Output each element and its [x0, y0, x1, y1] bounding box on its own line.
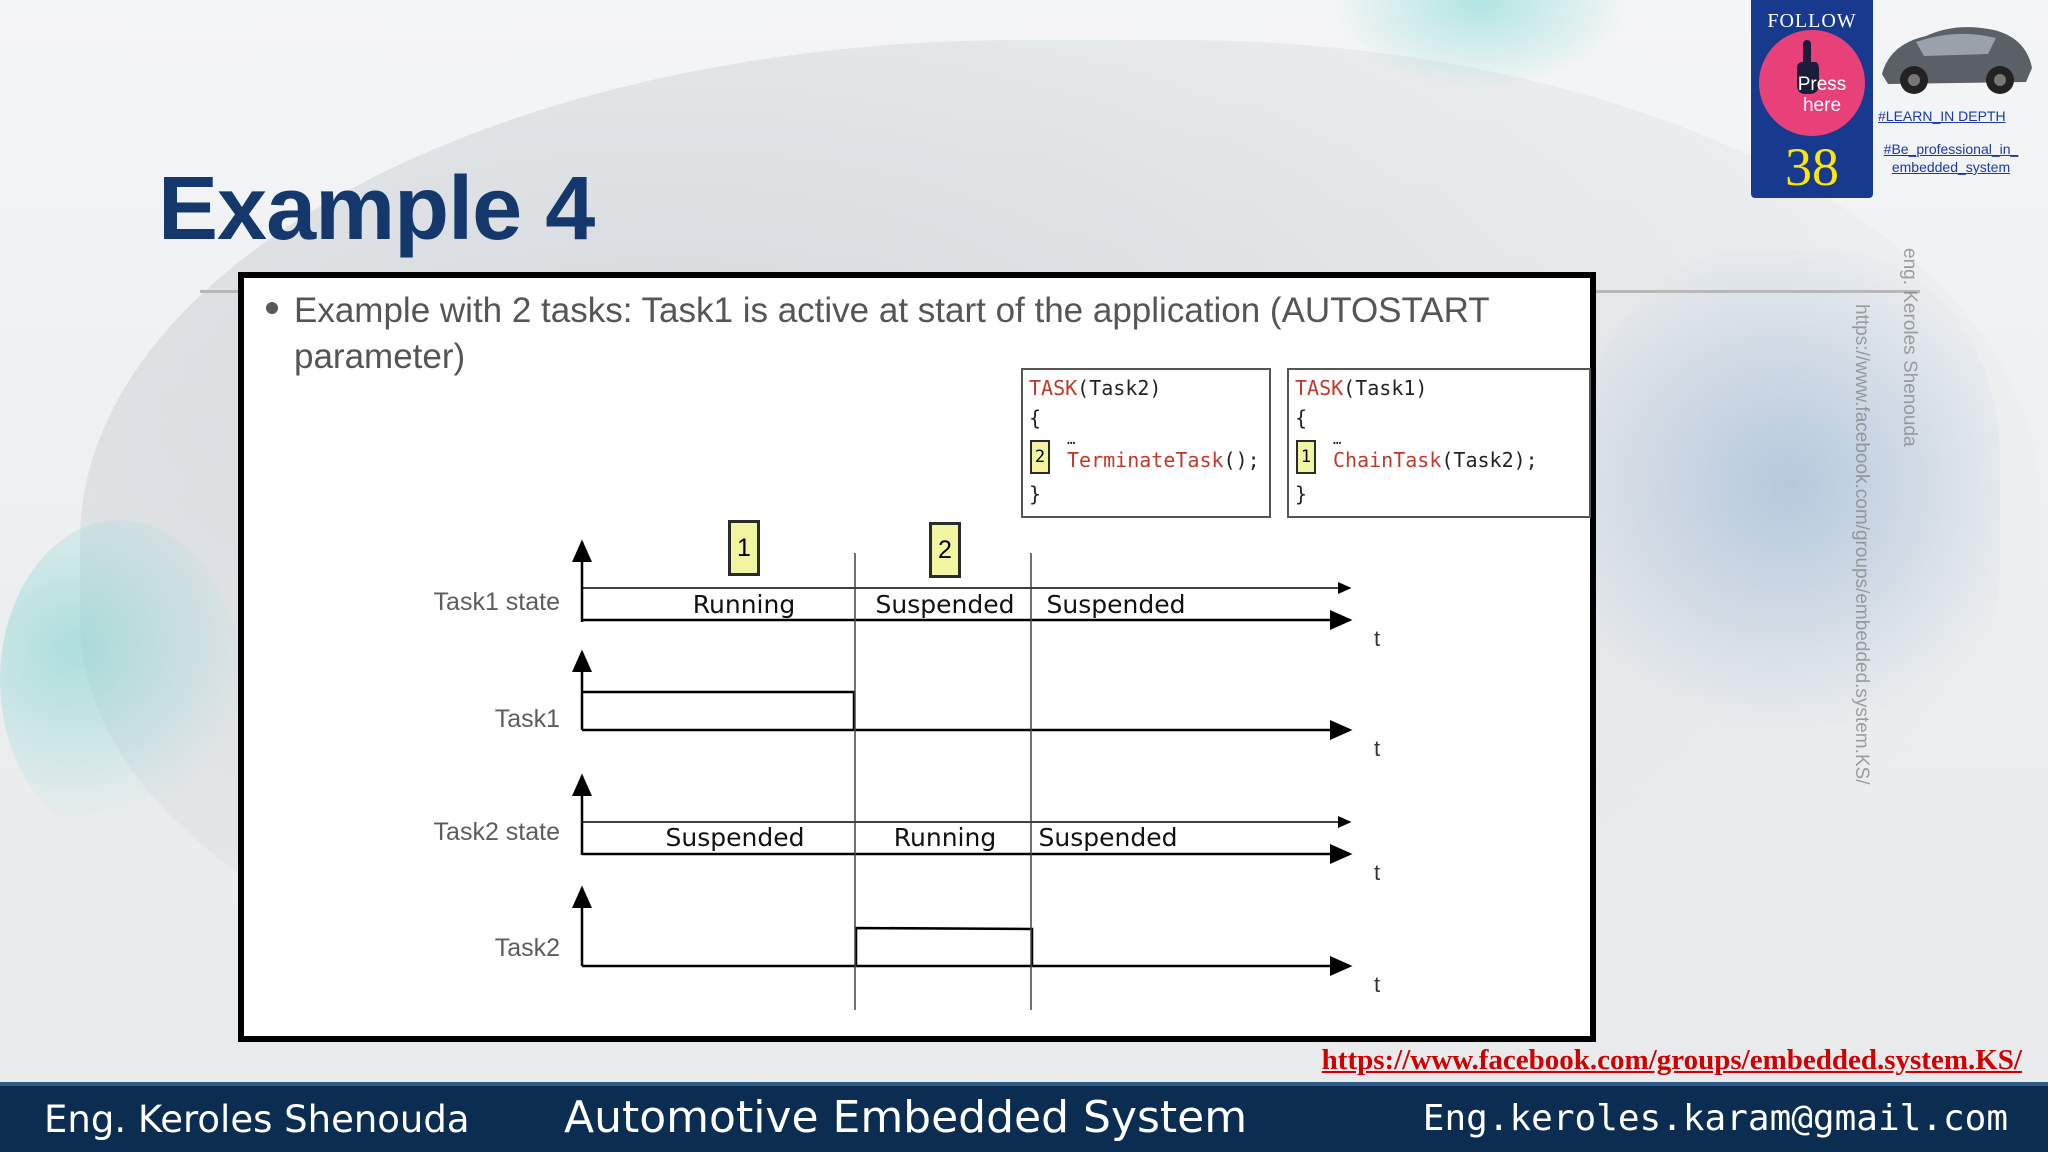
- row-label: Task1 state: [433, 588, 560, 616]
- code-line: }: [1295, 482, 1308, 506]
- step-marker-2: 2: [929, 522, 961, 578]
- time-axis-label: t: [1374, 972, 1381, 997]
- row-label: Task2: [494, 934, 560, 962]
- learn-in-depth-link[interactable]: #LEARN_IN DEPTH: [1878, 108, 2006, 124]
- state-label: Suspended: [1046, 590, 1186, 619]
- state-label: Suspended: [1038, 823, 1178, 852]
- state-label: Running: [692, 590, 796, 619]
- press-here-circle[interactable]: Press here: [1759, 30, 1865, 136]
- step-marker-1: 1: [728, 520, 760, 576]
- state-label: Suspended: [665, 823, 805, 852]
- row-label: Task1: [494, 705, 560, 733]
- task2-waveform: [854, 926, 1034, 966]
- code-line: {: [1029, 406, 1042, 430]
- step-marker: 1: [1296, 440, 1316, 474]
- time-axis-label: t: [1374, 736, 1381, 761]
- author-name: Eng. Keroles Shenouda: [44, 1098, 470, 1141]
- be-professional-link[interactable]: #Be_professional_in_ embedded_system: [1883, 141, 2019, 175]
- background-engine-image: [1580, 250, 2000, 770]
- step-marker: 2: [1030, 440, 1050, 474]
- code-ellipsis: …: [1067, 432, 1076, 448]
- code-keyword: TASK: [1029, 376, 1078, 400]
- code-text: ();: [1223, 448, 1260, 472]
- press-here-text: Press here: [1797, 74, 1847, 116]
- code-line: TerminateTask();: [1067, 448, 1260, 472]
- state-label: Suspended: [875, 590, 1015, 619]
- author-email: Eng.keroles.karam@gmail.com: [1422, 1098, 2008, 1139]
- code-text: (Task2);: [1441, 448, 1538, 472]
- code-line: }: [1029, 482, 1042, 506]
- bullet-icon: [266, 302, 278, 314]
- background-accent: [1330, 0, 1630, 90]
- time-axis-label: t: [1374, 626, 1381, 651]
- follow-us-button[interactable]: FOLLOW US Press here 38: [1751, 0, 1873, 198]
- hand-pointer-icon: [1797, 40, 1819, 94]
- state-label: Running: [893, 823, 997, 852]
- code-keyword: TerminateTask: [1067, 448, 1224, 472]
- course-title: Automotive Embedded System: [564, 1092, 1248, 1143]
- task1-waveform: [582, 690, 856, 730]
- page-number: 38: [1785, 137, 1839, 197]
- code-ellipsis: …: [1333, 432, 1342, 448]
- bullet-text: Example with 2 tasks: Task1 is active at…: [294, 291, 1490, 376]
- code-keyword: TASK: [1295, 376, 1344, 400]
- slide-title: Example 4: [158, 159, 595, 259]
- code-line: TASK(Task1): [1295, 376, 1427, 400]
- footer-bar: Eng. Keroles Shenouda Automotive Embedde…: [0, 1082, 2048, 1152]
- code-line: {: [1295, 406, 1308, 430]
- row-label: Task2 state: [433, 818, 560, 846]
- facebook-group-link[interactable]: https://www.facebook.com/groups/embedded…: [1321, 1044, 2022, 1076]
- background-accent: [0, 520, 240, 840]
- code-line: ChainTask(Task2);: [1333, 448, 1538, 472]
- car-thumbnail-image: [1882, 27, 2032, 94]
- code-box-task1: TASK(Task1) { … 1 ChainTask(Task2); }: [1287, 368, 1591, 518]
- code-line: TASK(Task2): [1029, 376, 1161, 400]
- code-text: (Task2): [1077, 376, 1162, 400]
- code-text: (Task1): [1343, 376, 1428, 400]
- time-axis-label: t: [1374, 860, 1381, 885]
- code-keyword: ChainTask: [1333, 448, 1442, 472]
- code-box-task2: TASK(Task2) { … 2 TerminateTask(); }: [1021, 368, 1271, 518]
